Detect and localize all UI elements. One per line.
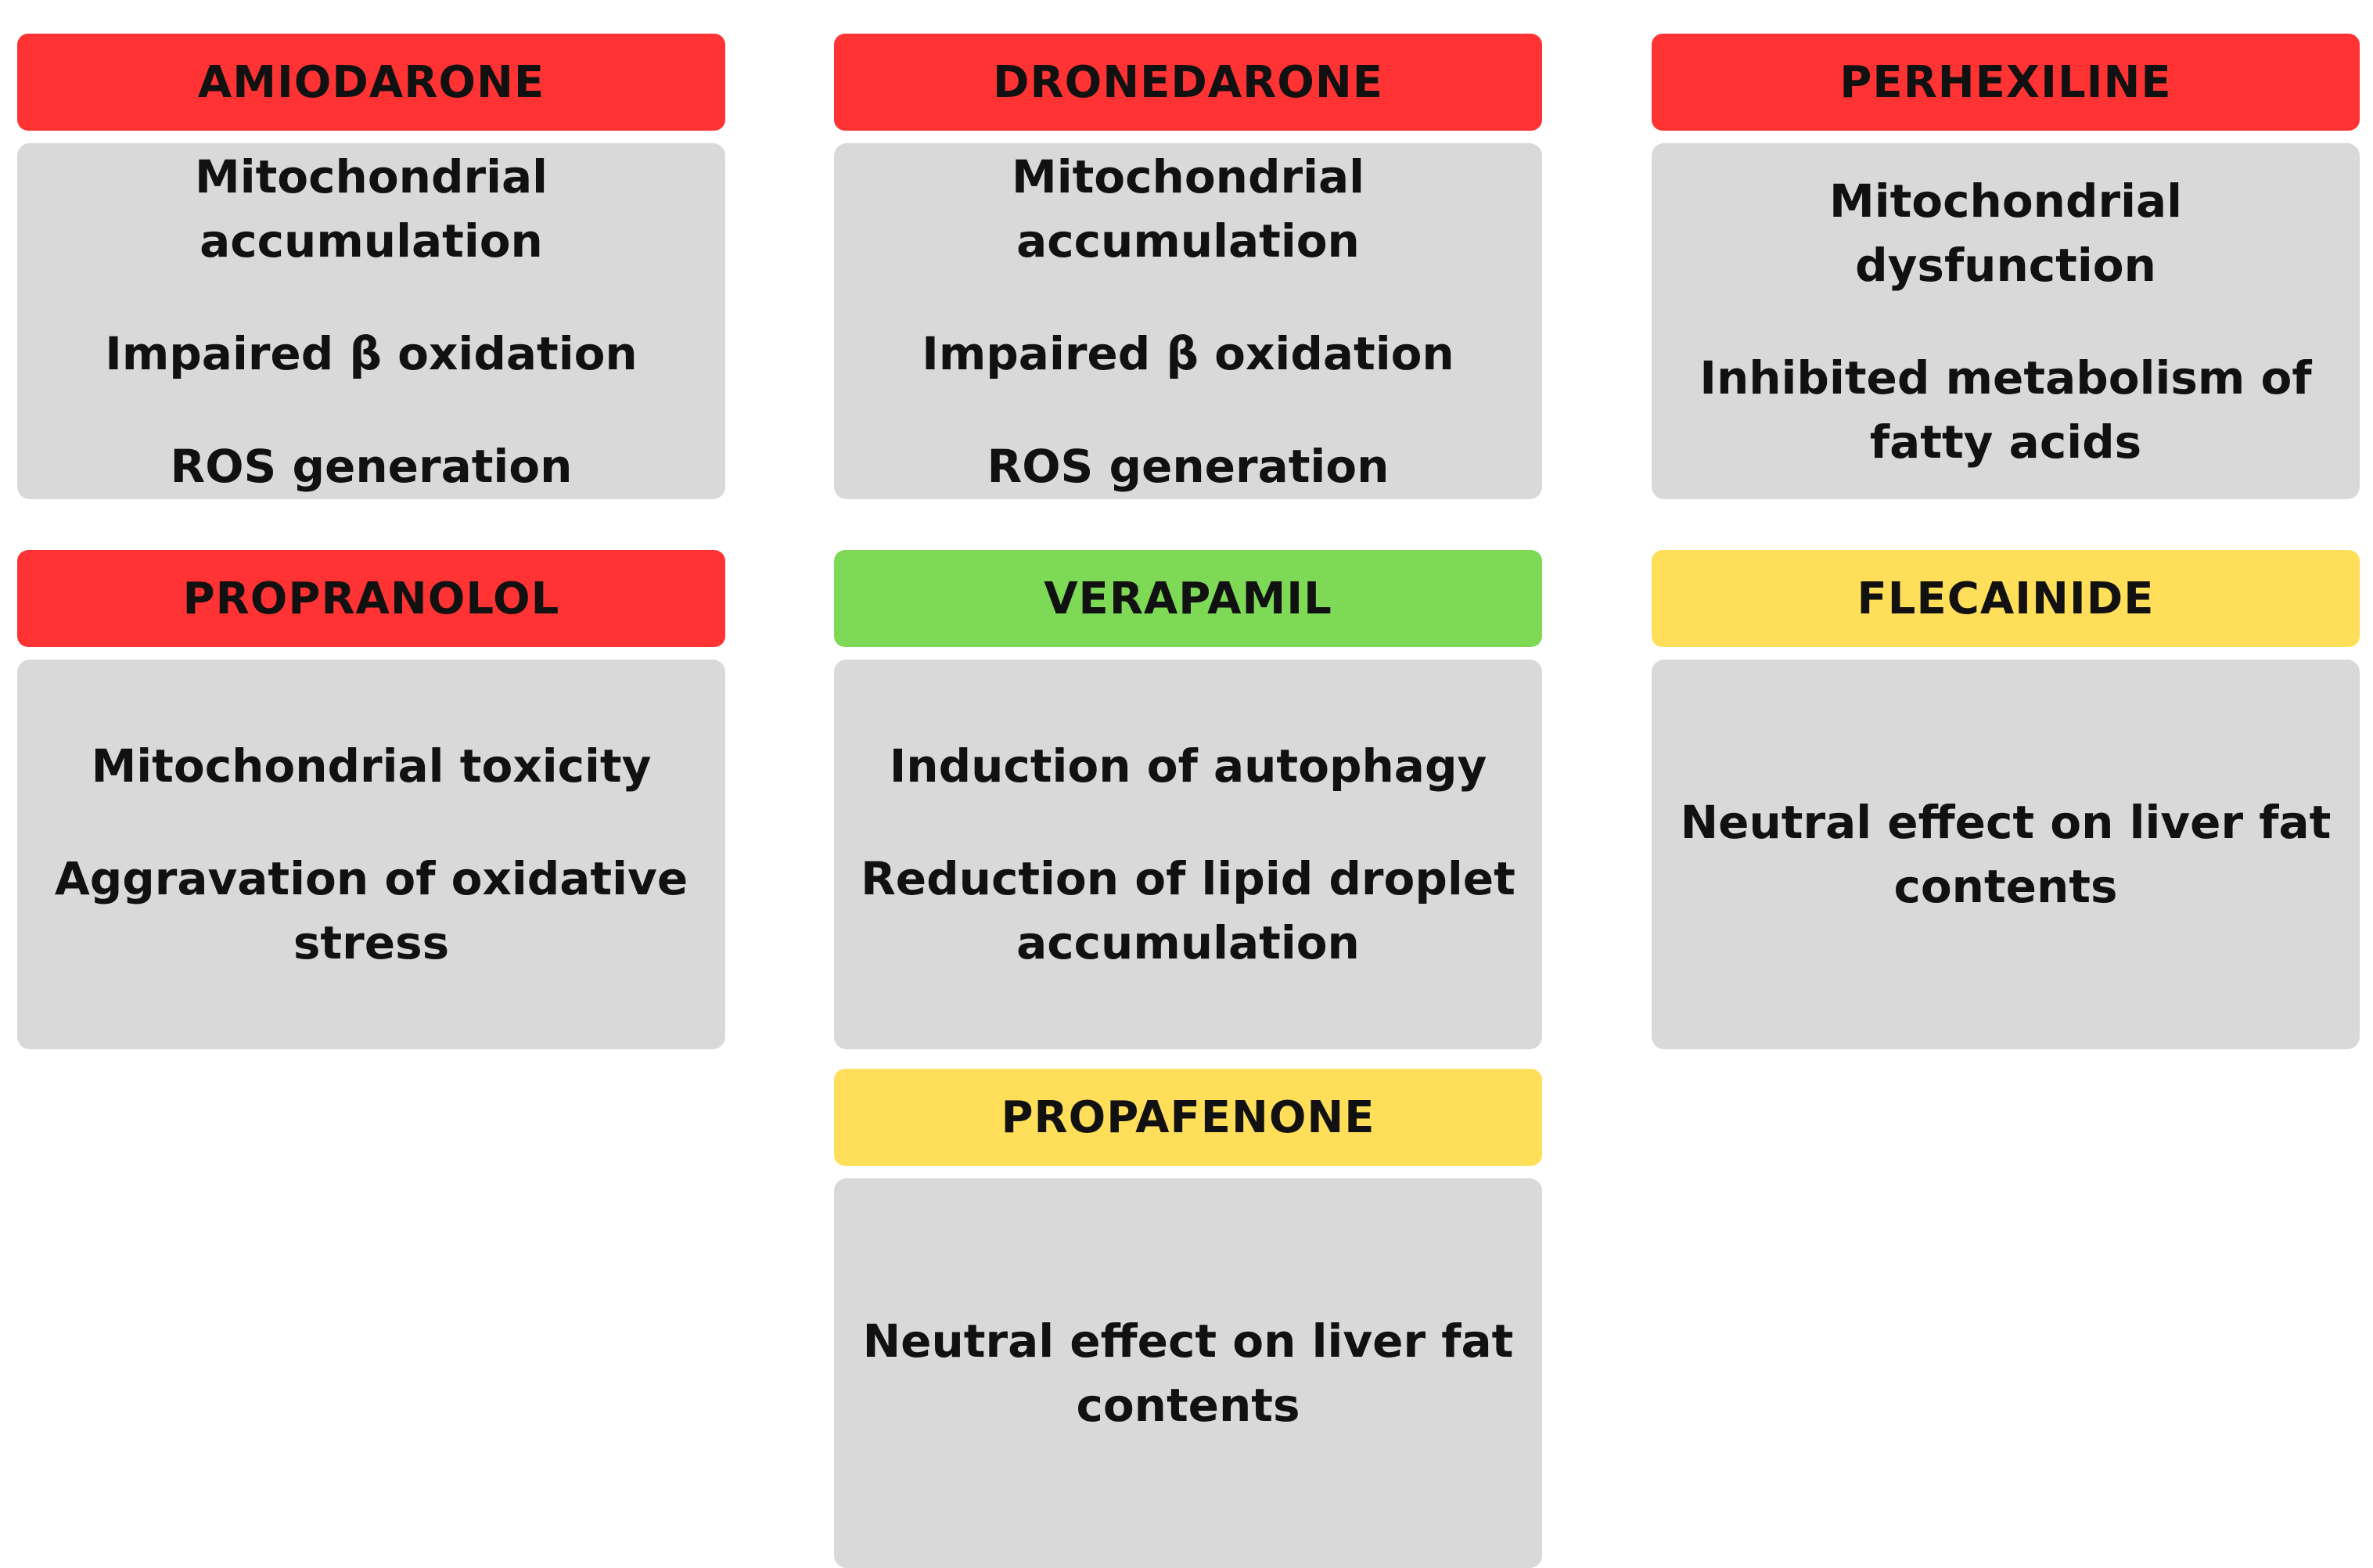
effect-item: Mitochondrial toxicity <box>91 739 652 793</box>
drug-header-perhexiline: PERHEXILINE <box>1652 34 2360 131</box>
effect-item: Neutral effect on liver fat contents <box>862 1314 1514 1432</box>
drug-card-perhexiline: PERHEXILINE Mitochondrial dysfunction In… <box>1652 34 2360 499</box>
effect-item: Reduction of lipid droplet accumulation <box>861 852 1515 969</box>
drug-card-flecainide: FLECAINIDE Neutral effect on liver fat c… <box>1652 550 2360 1049</box>
drug-effects-amiodarone: Mitochondrial accumulation Impaired β ox… <box>17 143 725 499</box>
drug-card-verapamil: VERAPAMIL Induction of autophagy Reducti… <box>834 550 1542 1049</box>
drug-header-flecainide: FLECAINIDE <box>1652 550 2360 647</box>
effect-item: ROS generation <box>170 439 573 493</box>
drug-effects-propranolol: Mitochondrial toxicity Aggravation of ox… <box>17 660 725 1049</box>
effect-item: Impaired β oxidation <box>922 326 1454 380</box>
effect-item: Aggravation of oxidative stress <box>54 852 689 969</box>
effect-item: Mitochondrial accumulation <box>1011 149 1364 268</box>
drug-header-propafenone: PROPAFENONE <box>834 1069 1542 1166</box>
drug-effects-propafenone: Neutral effect on liver fat contents <box>834 1178 1542 1568</box>
effect-item: Induction of autophagy <box>889 739 1487 793</box>
drug-effects-perhexiline: Mitochondrial dysfunction Inhibited meta… <box>1652 143 2360 499</box>
drug-header-dronedarone: DRONEDARONE <box>834 34 1542 131</box>
effect-item: Neutral effect on liver fat contents <box>1680 796 2332 913</box>
drug-card-amiodarone: AMIODARONE Mitochondrial accumulation Im… <box>17 34 725 499</box>
drug-card-propafenone: PROPAFENONE Neutral effect on liver fat … <box>834 1069 1542 1568</box>
drug-effects-flecainide: Neutral effect on liver fat contents <box>1652 660 2360 1049</box>
effect-item: ROS generation <box>987 439 1390 493</box>
effect-item: Inhibited metabolism of fatty acids <box>1699 351 2312 469</box>
drug-card-propranolol: PROPRANOLOL Mitochondrial toxicity Aggra… <box>17 550 725 1049</box>
effect-item: Mitochondrial accumulation <box>194 149 548 268</box>
drug-header-verapamil: VERAPAMIL <box>834 550 1542 647</box>
drug-header-propranolol: PROPRANOLOL <box>17 550 725 647</box>
effect-item: Mitochondrial dysfunction <box>1828 174 2182 292</box>
effect-item: Impaired β oxidation <box>105 326 638 380</box>
drug-effects-dronedarone: Mitochondrial accumulation Impaired β ox… <box>834 143 1542 499</box>
drug-header-amiodarone: AMIODARONE <box>17 34 725 131</box>
drug-card-dronedarone: DRONEDARONE Mitochondrial accumulation I… <box>834 34 1542 499</box>
drug-effects-verapamil: Induction of autophagy Reduction of lipi… <box>834 660 1542 1049</box>
